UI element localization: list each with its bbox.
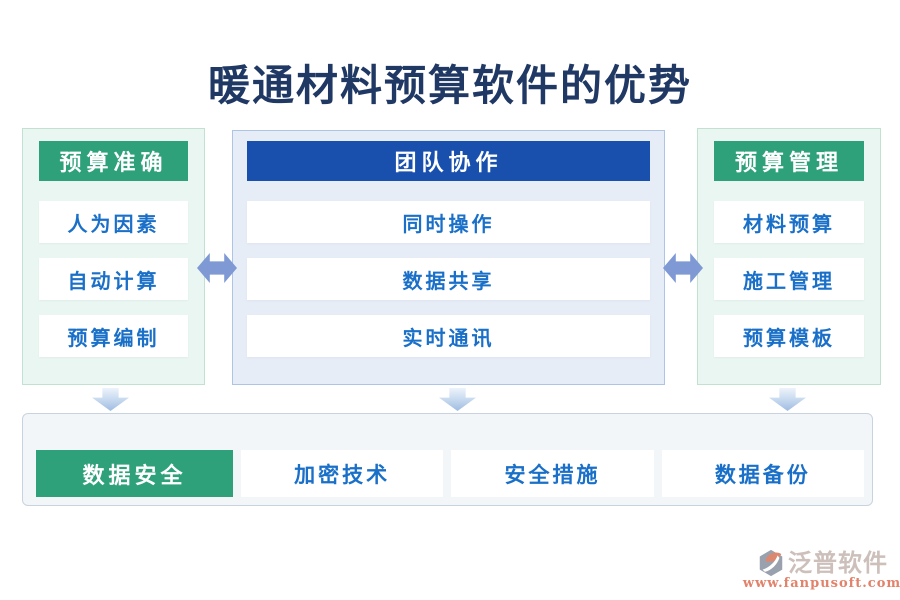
panel-item-data-sharing: 数据共享: [247, 258, 650, 300]
panel-item-material-budget: 材料预算: [714, 201, 864, 243]
band-item-data-backup: 数据备份: [661, 450, 864, 497]
panel-item-budget-template: 预算模板: [714, 315, 864, 357]
band-item-security-measures: 安全措施: [451, 450, 654, 497]
fanpu-logo: 泛普软件 www.fanpusoft.com: [743, 548, 900, 591]
panel-budget-accuracy-header: 预算准确: [39, 141, 188, 181]
page-title: 暖通材料预算软件的优势: [207, 61, 692, 110]
panel-budget-management-header: 预算管理: [714, 141, 864, 181]
panel-budget-management: 预算管理 材料预算 施工管理 预算模板: [697, 128, 881, 385]
fanpu-logo-icon: [759, 549, 783, 577]
logo-text: 泛普软件: [788, 548, 888, 577]
panel-item-human-factor: 人为因素: [39, 201, 188, 243]
panel-team-collaboration-header: 团队协作: [247, 141, 650, 181]
band-header-data-security: 数据安全: [36, 450, 233, 497]
down-arrow-icon: [439, 388, 476, 411]
down-arrow-icon: [92, 388, 129, 411]
panel-item-auto-calc: 自动计算: [39, 258, 188, 300]
panel-item-budget-compile: 预算编制: [39, 315, 188, 357]
down-arrow-icon: [769, 388, 806, 411]
band-item-encryption: 加密技术: [241, 450, 444, 497]
panel-budget-accuracy: 预算准确 人为因素 自动计算 预算编制: [22, 128, 205, 385]
logo-url: www.fanpusoft.com: [742, 576, 900, 591]
panel-item-simultaneous-operation: 同时操作: [247, 201, 650, 243]
panel-item-construction-manage: 施工管理: [714, 258, 864, 300]
data-security-band: 数据安全 加密技术 安全措施 数据备份: [22, 413, 873, 506]
panel-team-collaboration: 团队协作 同时操作 数据共享 实时通讯: [232, 130, 665, 385]
panel-item-realtime-communication: 实时通讯: [247, 315, 650, 357]
